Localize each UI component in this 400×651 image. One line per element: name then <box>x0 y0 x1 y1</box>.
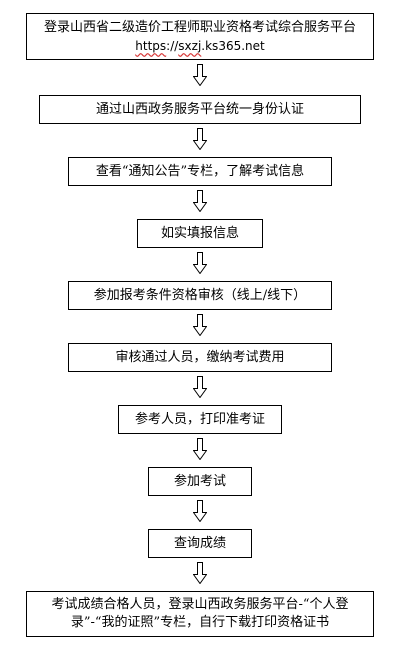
url-separator: :// <box>166 38 179 53</box>
url-domain: .ks365.net <box>201 38 265 53</box>
step-4-fill-info: 如实填报信息 <box>137 219 263 248</box>
step-7-print-admission-ticket: 参考人员，打印准考证 <box>118 405 282 434</box>
down-arrow-icon <box>193 128 207 150</box>
step-5-text: 参加报考条件资格审核（线上/线下） <box>93 287 307 303</box>
down-arrow-icon <box>193 252 207 274</box>
step-6-pay-fees: 审核通过人员，缴纳考试费用 <box>68 343 332 372</box>
down-arrow-icon <box>193 64 207 86</box>
down-arrow-icon <box>193 500 207 522</box>
step-1-login-platform: 登录山西省二级造价工程师职业资格考试综合服务平台 https://sxzj.ks… <box>26 13 374 60</box>
down-arrow-icon <box>193 314 207 336</box>
step-10-text-line-1: 考试成绩合格人员，登录山西政务服务平台-“个人登 <box>51 597 349 612</box>
step-4-text: 如实填报信息 <box>160 225 239 241</box>
down-arrow-icon <box>193 190 207 212</box>
down-arrow-icon <box>193 562 207 584</box>
url-subdomain: sxzj <box>178 38 202 53</box>
step-1-text: 登录山西省二级造价工程师职业资格考试综合服务平台 <box>43 19 356 35</box>
step-8-take-exam: 参加考试 <box>148 467 252 496</box>
step-2-identity-auth: 通过山西政务服务平台统一身份认证 <box>39 95 361 124</box>
step-10-text-line-2: 录”-“我的证照”专栏，自行下载打印资格证书 <box>70 615 330 630</box>
step-2-text: 通过山西政务服务平台统一身份认证 <box>95 101 304 117</box>
down-arrow-icon <box>193 376 207 398</box>
step-9-check-scores: 查询成绩 <box>148 529 252 558</box>
step-7-text: 参考人员，打印准考证 <box>134 411 265 427</box>
step-8-text: 参加考试 <box>173 473 226 489</box>
url-scheme: https <box>135 38 167 53</box>
down-arrow-icon <box>193 438 207 460</box>
step-6-text: 审核通过人员，缴纳考试费用 <box>115 349 285 365</box>
step-5-qualification-review: 参加报考条件资格审核（线上/线下） <box>68 281 332 310</box>
step-3-check-notices: 查看“通知公告”专栏，了解考试信息 <box>68 157 332 186</box>
step-3-text: 查看“通知公告”专栏，了解考试信息 <box>95 163 305 179</box>
platform-url: https://sxzj.ks365.net <box>135 37 264 55</box>
step-9-text: 查询成绩 <box>173 535 226 551</box>
step-10-download-certificate: 考试成绩合格人员，登录山西政务服务平台-“个人登 录”-“我的证照”专栏，自行下… <box>26 591 374 637</box>
